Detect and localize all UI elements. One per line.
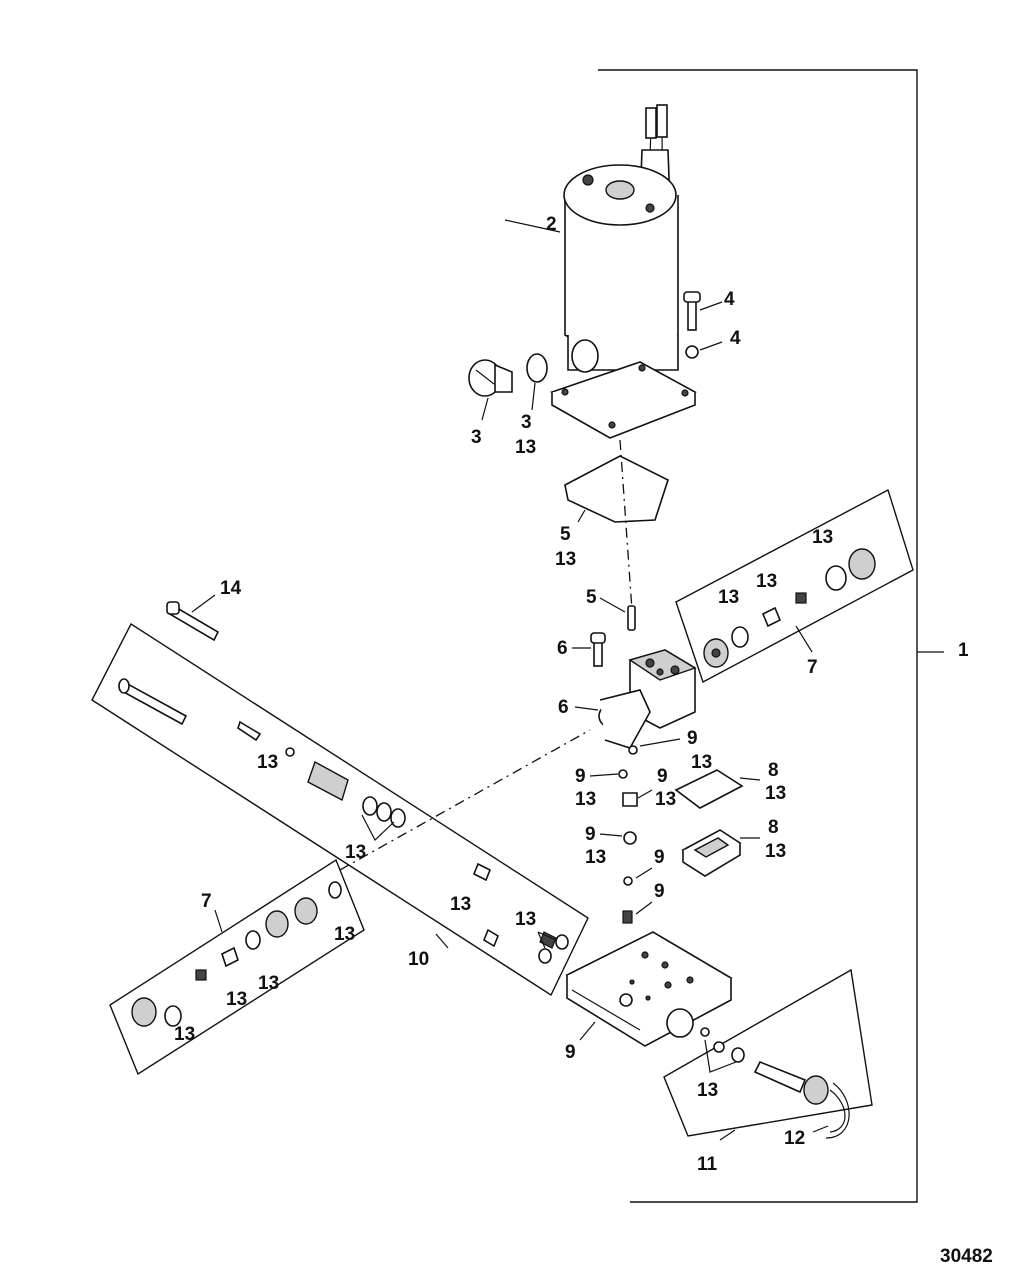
- callout-13-9c: 13: [655, 789, 676, 810]
- callout-13-kit7-b: 13: [756, 571, 777, 592]
- assembly-bracket: [598, 69, 944, 1203]
- kit-10: 13 13 13 13 10: [91, 622, 589, 997]
- callout-5-pin: 5: [586, 587, 597, 608]
- callout-5-seal: 5: [560, 524, 571, 545]
- callout-13-kit7l-a: 13: [226, 989, 247, 1010]
- callout-7-right: 7: [807, 657, 818, 678]
- callout-13-9d: 13: [585, 847, 606, 868]
- callout-8-a: 8: [768, 760, 779, 781]
- callout-8-b: 8: [768, 817, 779, 838]
- callout-13-kit10-c: 13: [450, 894, 471, 915]
- callout-14: 14: [220, 578, 242, 599]
- callout-9-e: 9: [654, 847, 665, 868]
- callout-13-8a: 13: [765, 783, 786, 804]
- callout-9-f: 9: [654, 881, 665, 902]
- seal-gasket: 5 13: [555, 455, 669, 570]
- callout-6-pump: 6: [558, 697, 569, 718]
- callout-13-kit7l-b: 13: [258, 973, 279, 994]
- valve-parts: 9 13 9 13 9 13 9 13 9 9: [575, 728, 712, 924]
- callout-11: 11: [697, 1154, 718, 1175]
- center-line: [619, 439, 633, 611]
- callout-13-8b: 13: [765, 841, 786, 862]
- callout-13-kit7-c: 13: [812, 527, 833, 548]
- callout-4-washer: 4: [730, 328, 741, 349]
- callout-3-plug: 3: [471, 427, 482, 448]
- callout-13-kit11: 13: [697, 1080, 718, 1101]
- motor-screw: 4 4: [683, 289, 741, 359]
- callout-1: 1: [958, 640, 969, 661]
- pump-screw: 6: [557, 632, 606, 667]
- callout-2: 2: [546, 214, 557, 235]
- callout-13-kit7-a: 13: [718, 587, 739, 608]
- callout-4-screw: 4: [724, 289, 735, 310]
- callout-7-left: 7: [201, 891, 212, 912]
- coupler-pin: 5: [586, 587, 636, 631]
- long-bolt: 14: [166, 578, 242, 642]
- callout-13-kit7l-d: 13: [174, 1024, 195, 1045]
- pump: 6: [558, 649, 697, 749]
- callout-12: 12: [784, 1128, 805, 1149]
- callout-9-a: 9: [687, 728, 698, 749]
- callout-13-kit10-b: 13: [345, 842, 366, 863]
- fill-plug: 3 3 13: [468, 353, 548, 458]
- callout-13-seal: 13: [555, 549, 576, 570]
- callout-3-oring: 3: [521, 412, 532, 433]
- callout-6-screw: 6: [557, 638, 568, 659]
- motor: 2: [504, 104, 697, 439]
- seals-8: 8 13 8 13: [674, 760, 786, 877]
- callout-13-kit7l-c: 13: [334, 924, 355, 945]
- figure-number: 30482: [940, 1246, 993, 1267]
- alignment-line-left: [339, 729, 591, 871]
- kit-11: 13 12 11: [663, 968, 873, 1175]
- callout-13-9a: 13: [691, 752, 712, 773]
- kit-7-right: 13 13 13 7: [675, 488, 914, 684]
- callout-9-b: 9: [575, 766, 586, 787]
- callout-13-9b: 13: [575, 789, 596, 810]
- callout-9-manifold: 9: [565, 1042, 576, 1063]
- callout-10: 10: [408, 949, 429, 970]
- callout-9-c: 9: [657, 766, 668, 787]
- callout-9-d: 9: [585, 824, 596, 845]
- manifold: 9: [565, 931, 733, 1063]
- callout-13-kit10-a: 13: [257, 752, 278, 773]
- callout-13-oring: 13: [515, 437, 536, 458]
- kit-7-left: 7 13 13 13 13: [109, 858, 365, 1076]
- callout-13-kit10-d: 13: [515, 909, 536, 930]
